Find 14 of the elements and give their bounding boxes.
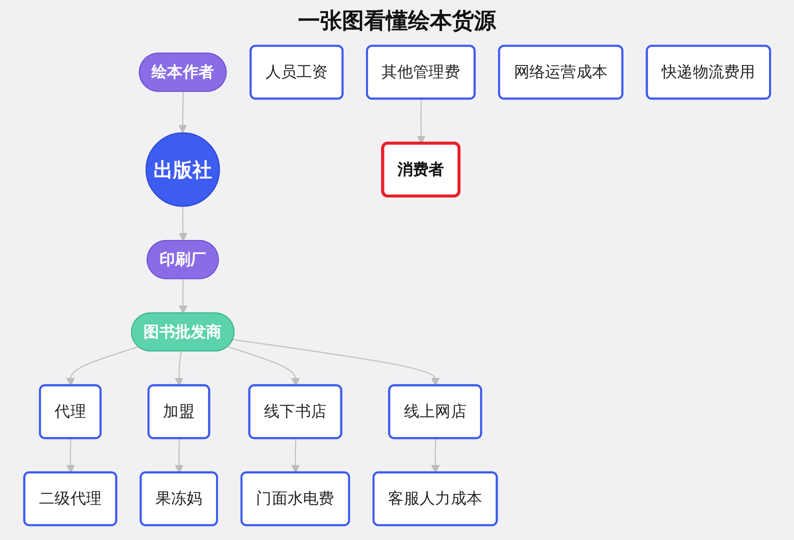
arrow — [416, 98, 426, 144]
arrow — [174, 351, 184, 386]
arrow — [232, 339, 440, 386]
arrow — [430, 438, 440, 474]
arrow — [174, 438, 184, 474]
diagram-title: 一张图看懂绘本货源 — [297, 8, 498, 36]
arrow — [178, 206, 188, 242]
arrow — [291, 438, 300, 474]
arrow — [178, 278, 188, 314]
arrow — [227, 346, 300, 386]
arrow — [66, 346, 139, 386]
node-circle: 出版社 — [145, 132, 220, 207]
arrow — [66, 438, 75, 474]
arrow — [178, 91, 187, 134]
